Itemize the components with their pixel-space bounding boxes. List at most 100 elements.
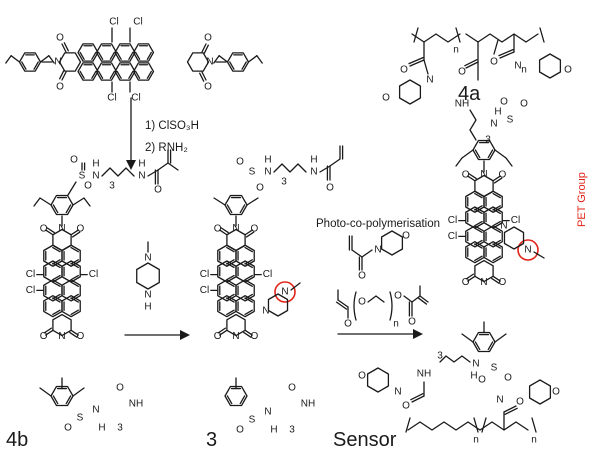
oxygen-label: O	[250, 223, 258, 234]
bond	[465, 61, 479, 69]
bond	[474, 243, 483, 249]
bond	[494, 333, 507, 343]
ring	[61, 279, 81, 302]
bond	[239, 395, 246, 405]
alkyl-chain	[469, 109, 477, 141]
hydrogen-label: H	[470, 371, 477, 382]
bond	[423, 59, 429, 75]
nitrogen-label: N	[264, 407, 271, 418]
ring	[58, 52, 82, 72]
ring	[224, 194, 248, 216]
chlorine-label: Cl	[107, 93, 116, 104]
bond	[337, 299, 349, 308]
ring	[226, 52, 250, 72]
ring	[186, 52, 210, 72]
bond	[492, 255, 501, 262]
bond	[52, 262, 61, 269]
pet-circle-3	[274, 281, 296, 303]
bond	[226, 281, 235, 288]
oxygen-label: O	[70, 155, 78, 166]
condition-step-2: 2) RNH₂	[145, 142, 188, 154]
amine-label: NH	[455, 99, 469, 110]
repeat-subscript: n	[531, 435, 537, 446]
bond	[247, 55, 258, 63]
bond	[229, 61, 235, 70]
oxygen-label: O	[498, 169, 506, 180]
bond	[203, 44, 209, 54]
ring	[380, 230, 404, 256]
ring	[224, 385, 248, 407]
ring	[472, 139, 496, 161]
bond	[69, 331, 78, 338]
bond	[59, 70, 65, 80]
chain-subscript: 3	[109, 181, 115, 192]
oxygen-label: O	[56, 33, 64, 44]
oxygen-label: O	[394, 291, 402, 302]
nitrogen-label: N	[206, 57, 213, 68]
pet-circle-sensor	[517, 239, 539, 261]
bond	[67, 181, 77, 196]
bond	[246, 197, 259, 206]
bond	[63, 42, 69, 52]
bond	[226, 309, 235, 316]
bond	[91, 51, 97, 60]
pet-group-label: PET Group	[576, 172, 588, 227]
oxygen-label: O	[400, 65, 408, 76]
bond	[39, 197, 52, 206]
ring	[528, 379, 552, 405]
bond	[492, 227, 501, 234]
ring	[226, 313, 246, 337]
bond	[241, 61, 247, 70]
bond	[329, 158, 341, 167]
compound-label-4b: 4b	[6, 429, 28, 451]
compound-label-3: 3	[206, 429, 217, 451]
bond	[71, 231, 81, 238]
nitrogen-label: N	[262, 306, 269, 317]
nitrogen-label: N	[374, 245, 381, 256]
bond	[135, 70, 141, 79]
oxygen-label: O	[408, 317, 416, 328]
bond	[492, 192, 501, 199]
nitrogen-label: N	[480, 277, 487, 288]
oxygen-label: O	[76, 331, 84, 342]
ring	[366, 367, 390, 393]
bond	[244, 229, 253, 236]
bond	[109, 70, 115, 79]
nitrogen-label: N	[54, 57, 61, 68]
bond	[474, 220, 483, 227]
ring	[235, 244, 255, 267]
chlorine-label: Cl	[200, 269, 209, 280]
bond	[504, 407, 518, 415]
bond	[39, 55, 50, 63]
sulfur-label: S	[77, 413, 84, 424]
bond	[243, 331, 252, 338]
chain-subscript: 3	[281, 177, 287, 188]
bond	[128, 70, 134, 79]
bond	[474, 192, 483, 199]
nitrogen-label: N	[490, 119, 497, 130]
bond	[244, 329, 253, 336]
chlorine-label: Cl	[26, 269, 35, 280]
oxygen-label: O	[40, 223, 48, 234]
repeat-subscript: n	[473, 435, 479, 446]
bracket	[353, 291, 357, 321]
bond	[109, 51, 115, 60]
bond	[487, 341, 494, 351]
ring	[483, 190, 503, 213]
ring	[474, 259, 494, 283]
hydrogen-label: H	[310, 155, 317, 166]
bond	[91, 70, 97, 79]
oxygen-label: O	[214, 331, 222, 342]
ring	[95, 43, 118, 62]
oxygen-label: O	[204, 33, 212, 44]
nitrogen-label: N	[138, 171, 145, 182]
alkyl-chain	[439, 355, 471, 363]
bond	[72, 387, 85, 397]
bond	[70, 274, 79, 281]
hydrogen-label: H	[270, 425, 277, 436]
oxygen-label: O	[490, 57, 498, 68]
oxygen-label: O	[402, 401, 410, 412]
bond	[474, 341, 481, 351]
